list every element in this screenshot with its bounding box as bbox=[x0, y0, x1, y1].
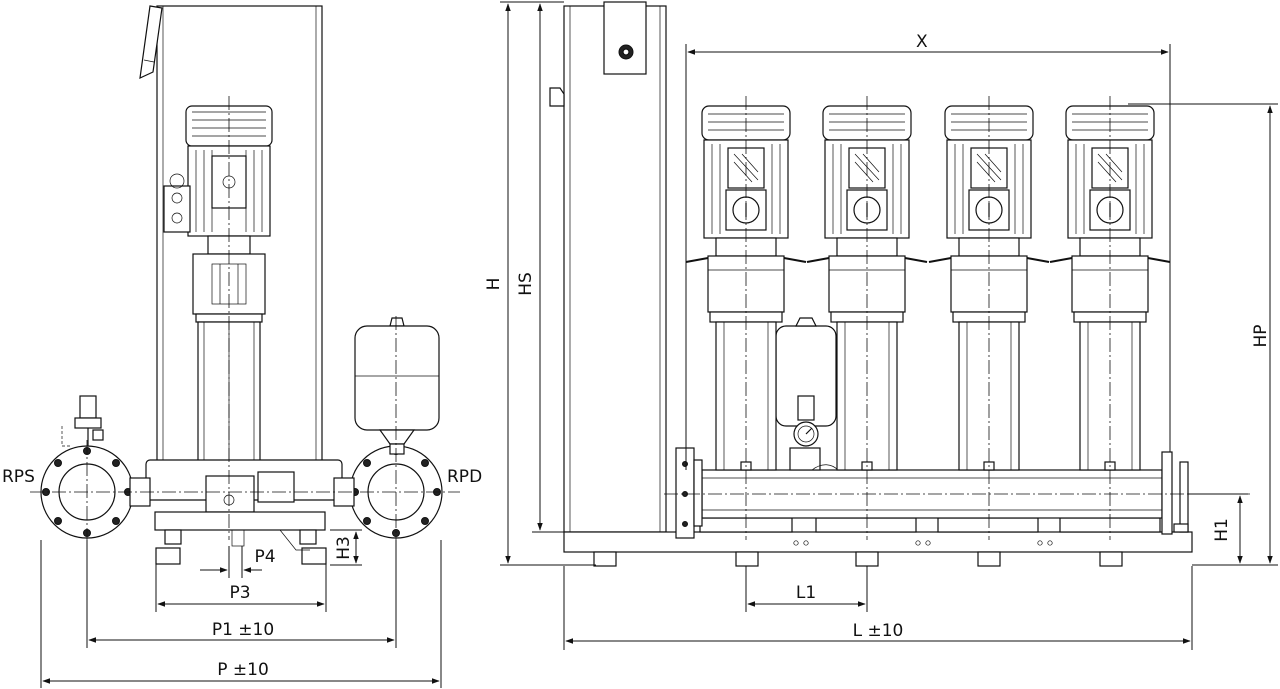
pump-row bbox=[685, 96, 1171, 540]
front-view bbox=[549, 1, 1250, 567]
base-frame-front bbox=[563, 531, 1193, 553]
control-cabinet-front bbox=[563, 5, 667, 533]
label-h: H bbox=[484, 278, 504, 291]
main-switch-box bbox=[603, 1, 647, 75]
label-l: L ±10 bbox=[853, 621, 904, 641]
label-p4: P4 bbox=[254, 547, 275, 567]
base-frame-side bbox=[154, 511, 326, 531]
pump-unit bbox=[685, 96, 807, 540]
pump-unit bbox=[806, 96, 928, 540]
manifold-flange-right bbox=[1161, 451, 1173, 535]
pump-unit bbox=[928, 96, 1050, 540]
pump-unit bbox=[1049, 96, 1171, 540]
label-hs: HS bbox=[516, 272, 536, 296]
cabinet-lock bbox=[549, 87, 565, 107]
pressure-vessel bbox=[354, 317, 440, 455]
pressure-switch-fitting bbox=[61, 395, 104, 447]
label-hp: HP bbox=[1251, 324, 1271, 347]
label-l1: L1 bbox=[796, 583, 816, 603]
label-h3: H3 bbox=[334, 536, 354, 560]
label-p3: P3 bbox=[229, 583, 250, 603]
label-rps: RPS bbox=[2, 467, 35, 487]
side-view bbox=[30, 5, 460, 565]
front-pressure-vessel bbox=[775, 317, 839, 471]
label-p1: P1 ±10 bbox=[212, 620, 274, 640]
front-view-dimensions bbox=[500, 1, 1278, 650]
dimension-labels: X H HS HP H1 H3 L1 L ±10 P ±10 P1 ±10 P3… bbox=[2, 32, 1271, 680]
vibration-damper bbox=[155, 547, 181, 565]
side-view-dimensions bbox=[40, 529, 442, 688]
terminal-box bbox=[163, 185, 191, 233]
label-rpd: RPD bbox=[447, 467, 482, 487]
label-p: P ±10 bbox=[217, 660, 269, 680]
label-x: X bbox=[916, 32, 928, 52]
label-h1: H1 bbox=[1212, 518, 1232, 542]
vibration-damper bbox=[301, 547, 327, 565]
